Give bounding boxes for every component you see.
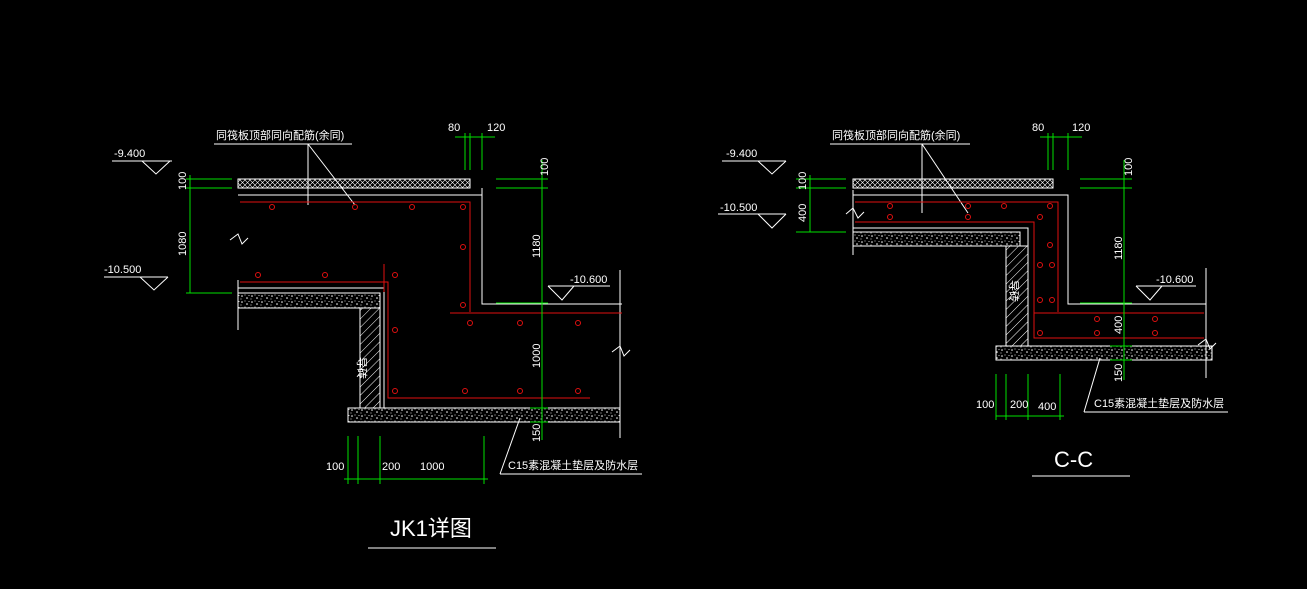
right-brick-label: 导砖 <box>1007 280 1021 302</box>
left-note-top: 同筏板顶部同向配筋(余同) <box>216 128 344 142</box>
right-top-screed <box>852 178 1054 189</box>
right-rebar-mid <box>855 221 1204 339</box>
left-note-bottom: C15素混凝土垫层及防水层 <box>508 458 638 472</box>
left-note-leader <box>307 143 356 206</box>
right-rebar-top <box>855 201 1059 312</box>
svg-text:1180: 1180 <box>1113 236 1125 260</box>
svg-text:1180: 1180 <box>531 234 543 258</box>
left-elev-top: -9.400 <box>112 148 172 175</box>
right-dim-top: 80 120 <box>1032 122 1090 170</box>
left-detail: 同筏板顶部同向配筋(余同) 导砖 <box>104 122 642 549</box>
svg-text:400: 400 <box>1113 316 1125 334</box>
svg-text:100: 100 <box>177 172 189 190</box>
svg-text:100: 100 <box>797 172 809 190</box>
svg-text:-10.500: -10.500 <box>720 202 757 214</box>
left-dim-bottom: 100 200 1000 <box>326 436 488 484</box>
svg-text:-10.500: -10.500 <box>104 264 141 276</box>
right-gravel-bottom <box>995 345 1213 361</box>
left-title: JK1详图 <box>390 516 472 541</box>
svg-text:400: 400 <box>1038 401 1056 413</box>
svg-text:120: 120 <box>1072 122 1090 134</box>
svg-text:1000: 1000 <box>420 461 444 473</box>
right-concrete-outline <box>853 194 1206 305</box>
left-elev-right: -10.600 <box>547 274 610 301</box>
left-gravel-bottom <box>347 407 621 423</box>
svg-text:100: 100 <box>539 158 551 176</box>
svg-text:120: 120 <box>487 122 505 134</box>
right-rebar-dots <box>887 203 1158 336</box>
left-gravel-slab <box>237 292 381 309</box>
left-rebar-top <box>240 201 471 312</box>
left-elev-mid: -10.500 <box>104 264 169 291</box>
left-top-screed <box>237 178 471 189</box>
svg-text:400: 400 <box>797 204 809 222</box>
svg-text:-10.600: -10.600 <box>570 274 607 286</box>
svg-text:1000: 1000 <box>531 344 543 368</box>
svg-text:-9.400: -9.400 <box>726 148 757 160</box>
left-rebar-mid <box>240 281 590 399</box>
svg-text:150: 150 <box>1113 364 1125 382</box>
right-dim-vertical-right: 100 1180 400 150 <box>1080 158 1135 382</box>
right-dim-bottom: 100 200 400 <box>976 374 1064 420</box>
svg-text:100: 100 <box>976 399 994 411</box>
right-dim-vertical-left: 100 400 <box>796 172 846 233</box>
svg-text:80: 80 <box>448 122 460 134</box>
svg-text:-10.600: -10.600 <box>1156 274 1193 286</box>
svg-text:-9.400: -9.400 <box>114 148 145 160</box>
svg-text:80: 80 <box>1032 122 1044 134</box>
svg-text:200: 200 <box>382 461 400 473</box>
right-detail: 同筏板顶部同向配筋(余同) 导砖 <box>718 122 1228 477</box>
svg-text:100: 100 <box>326 461 344 473</box>
left-dim-vertical-right: 100 1180 1000 150 <box>496 158 551 442</box>
svg-text:1080: 1080 <box>177 232 189 256</box>
left-rebar-dots <box>255 204 581 394</box>
left-dim-vertical-left: 100 1080 <box>177 172 232 294</box>
right-note-bottom: C15素混凝土垫层及防水层 <box>1094 396 1224 410</box>
right-elev-mid: -10.500 <box>718 202 787 229</box>
svg-text:100: 100 <box>1123 158 1135 176</box>
right-note-top: 同筏板顶部同向配筋(余同) <box>832 128 960 142</box>
left-concrete-outline-top <box>238 194 622 305</box>
left-brick-label: 导砖 <box>355 357 369 379</box>
right-elev-top: -9.400 <box>722 148 787 175</box>
svg-text:150: 150 <box>531 424 543 442</box>
left-dim-top: 80 120 <box>448 122 505 170</box>
right-elev-right: -10.600 <box>1135 274 1196 301</box>
right-gravel-slab <box>852 231 1021 247</box>
svg-text:200: 200 <box>1010 399 1028 411</box>
right-title: C-C <box>1054 447 1093 472</box>
